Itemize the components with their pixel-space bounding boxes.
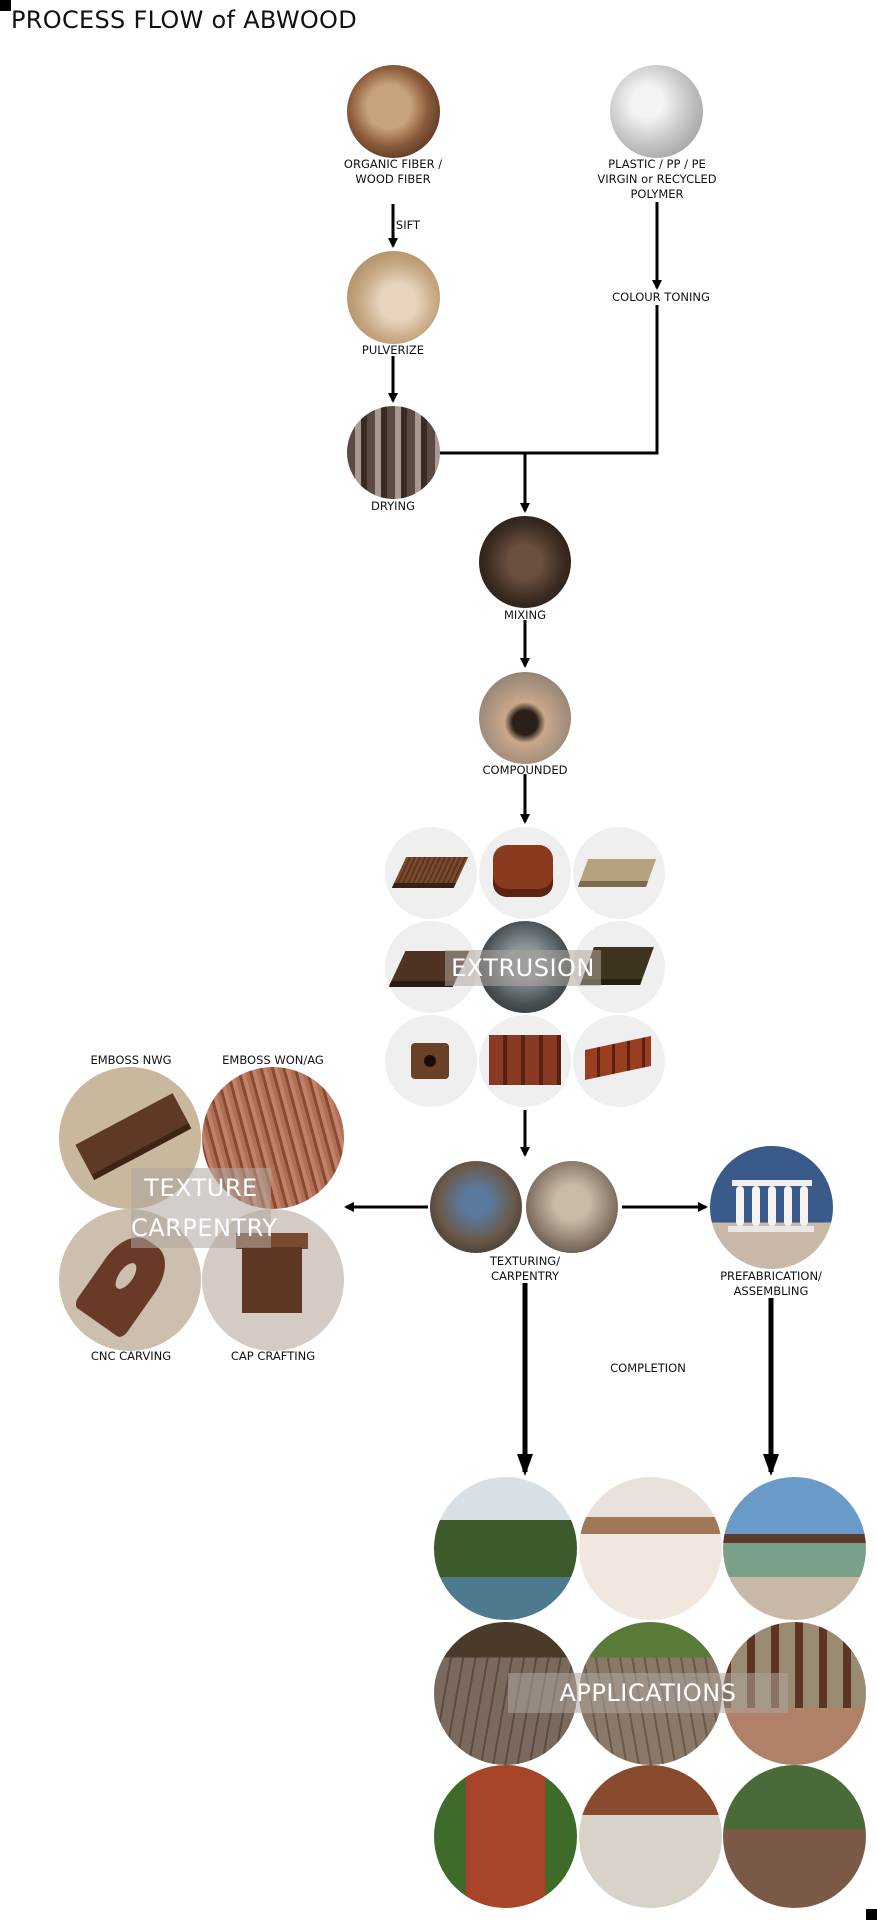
texturing-label: TEXTURING/ CARPENTRY <box>489 1254 561 1283</box>
emboss-won-label: EMBOSS WON/AG <box>222 1053 324 1067</box>
application-trellis-photo <box>723 1477 866 1620</box>
page-title: PROCESS FLOW of ABWOOD <box>11 6 358 34</box>
prefab-label: PREFABRICATION/ ASSEMBLING <box>720 1269 822 1298</box>
cap-crafting-label: CAP CRAFTING <box>230 1349 316 1363</box>
extrusion-profile-1 <box>385 827 477 919</box>
texture-overlay-line1: TEXTURE <box>144 1174 258 1202</box>
emboss-nwg-label: EMBOSS NWG <box>90 1053 172 1067</box>
extrusion-profile-7 <box>479 1015 571 1107</box>
pulverize-photo <box>347 251 440 344</box>
texturing-machine-photo-2 <box>526 1161 618 1253</box>
compounded-photo <box>479 672 571 764</box>
extrusion-profile-3 <box>573 827 665 919</box>
plastic-pellets-photo <box>610 65 703 158</box>
application-walkway-photo <box>579 1765 722 1908</box>
texture-carpentry-overlay: TEXTURE CARPENTRY <box>131 1168 278 1248</box>
drying-label: DRYING <box>370 499 416 513</box>
line-colour-to-mix <box>440 305 659 455</box>
application-bridge-photo <box>434 1765 577 1908</box>
application-pergola-pool-photo <box>434 1477 577 1620</box>
wood-fiber-photo <box>347 65 440 158</box>
extrusion-profile-8 <box>573 1015 665 1107</box>
corner-mark-bottom-right <box>866 1909 877 1920</box>
corner-mark-top-left <box>0 0 11 11</box>
application-canopy-photo <box>579 1477 722 1620</box>
texture-overlay-line2: CARPENTRY <box>131 1214 278 1242</box>
drying-photo <box>347 406 440 499</box>
pulverize-label: PULVERIZE <box>361 343 425 357</box>
colour-toning-label: COLOUR TONING <box>610 290 712 305</box>
extrusion-profile-2 <box>479 827 571 919</box>
prefab-balustrade-photo <box>710 1146 833 1269</box>
completion-label: COMPLETION <box>610 1361 686 1375</box>
texturing-machine-photo-1 <box>430 1161 522 1253</box>
extrusion-label: EXTRUSION <box>445 950 601 986</box>
sift-label: SIFT <box>395 218 421 232</box>
compounded-label: COMPOUNDED <box>482 763 568 777</box>
mixing-photo <box>479 516 571 608</box>
organic-fiber-label: ORGANIC FIBER / WOOD FIBER <box>343 157 443 186</box>
applications-label: APPLICATIONS <box>508 1673 788 1713</box>
plastic-label: PLASTIC / PP / PE VIRGIN or RECYCLED POL… <box>597 157 717 201</box>
application-boardwalk-photo <box>723 1765 866 1908</box>
extrusion-profile-6 <box>385 1015 477 1107</box>
mixing-label: MIXING <box>503 608 547 622</box>
cnc-carving-label: CNC CARVING <box>90 1349 172 1363</box>
